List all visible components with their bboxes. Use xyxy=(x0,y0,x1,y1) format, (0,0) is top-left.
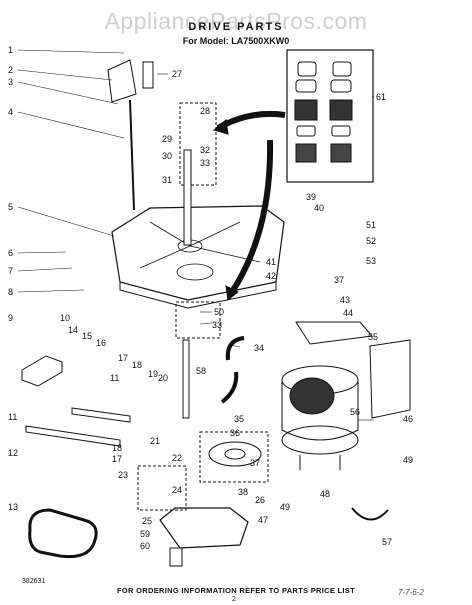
callout: 56 xyxy=(350,407,360,417)
callout: 15 xyxy=(82,331,92,341)
hose-clamp xyxy=(351,507,389,521)
callout: 43 xyxy=(340,295,350,305)
callout: 31 xyxy=(162,175,172,185)
tube xyxy=(220,371,239,404)
kit-box-61 xyxy=(286,49,374,183)
callout: 6 xyxy=(8,248,13,258)
base-plate xyxy=(111,205,285,301)
callout: 51 xyxy=(366,220,376,230)
callout: 22 xyxy=(172,453,182,463)
callout: 4 xyxy=(8,107,13,117)
bracket-12 xyxy=(25,425,121,447)
callout: 41 xyxy=(266,257,276,267)
callout: 5 xyxy=(8,202,13,212)
callout: 13 xyxy=(8,502,18,512)
switch-9 xyxy=(21,355,63,387)
handwritten-note: 7-7-6-2 xyxy=(398,588,424,597)
callout: 52 xyxy=(366,236,376,246)
callout: 24 xyxy=(172,485,182,495)
watermark: AppliancePartsPros.com xyxy=(104,8,368,34)
callout: 27 xyxy=(172,69,182,79)
main-shaft xyxy=(183,149,192,246)
kit-bearings xyxy=(294,61,353,163)
callout: 18 xyxy=(132,360,142,370)
callout: 47 xyxy=(258,515,268,525)
callout: 7 xyxy=(8,266,13,276)
motor-mount xyxy=(295,321,373,345)
callout: 18 xyxy=(112,443,122,453)
callout: 46 xyxy=(403,414,413,424)
callout: 44 xyxy=(343,308,353,318)
callout: 37 xyxy=(334,275,344,285)
callout: 61 xyxy=(376,92,386,102)
callout: 60 xyxy=(140,541,150,551)
callout: 33 xyxy=(212,320,222,330)
dashed-box-36-37 xyxy=(199,431,269,483)
callout: 37 xyxy=(250,458,260,468)
callout: 14 xyxy=(68,325,78,335)
callout: 26 xyxy=(255,495,265,505)
callout: 49 xyxy=(280,502,290,512)
model-number: For Model: LA7500XKW0 xyxy=(182,36,290,46)
dashed-box-28-33 xyxy=(179,102,217,186)
callout: 28 xyxy=(200,106,210,116)
callout: 39 xyxy=(306,192,316,202)
dashed-box-50-33 xyxy=(175,301,221,339)
callout: 12 xyxy=(8,448,18,458)
callout: 23 xyxy=(118,470,128,480)
callout: 16 xyxy=(96,338,106,348)
callout: 1 xyxy=(8,45,13,55)
callout: 11 xyxy=(110,373,119,383)
callout: 42 xyxy=(266,271,276,281)
callout: 33 xyxy=(200,158,210,168)
callout: 55 xyxy=(368,332,378,342)
callout: 20 xyxy=(158,373,168,383)
callout: 40 xyxy=(314,203,324,213)
motor-shield xyxy=(369,339,411,419)
actuator-27 xyxy=(142,61,154,89)
diagram-title: DRIVE PARTS xyxy=(188,21,284,33)
callout: 10 xyxy=(60,313,70,323)
callout: 21 xyxy=(150,436,160,446)
callout: 29 xyxy=(162,134,172,144)
callout: 17 xyxy=(112,454,122,464)
callout: 49 xyxy=(403,455,413,465)
callout: 11 xyxy=(8,412,17,422)
motor xyxy=(281,365,359,470)
callout: 50 xyxy=(214,307,224,317)
gearcase xyxy=(159,507,249,549)
callout: 8 xyxy=(8,287,13,297)
drive-belt xyxy=(28,508,98,559)
pulley xyxy=(208,441,262,467)
callout: 48 xyxy=(320,489,330,499)
callout: 19 xyxy=(148,369,158,379)
ordering-footer: FOR ORDERING INFORMATION REFER TO PARTS … xyxy=(117,586,355,595)
callout: 35 xyxy=(234,414,244,424)
callout: 59 xyxy=(140,529,150,539)
arrow-to-50 xyxy=(229,139,274,294)
callout: 34 xyxy=(254,343,264,353)
callout: 32 xyxy=(200,145,210,155)
callout: 9 xyxy=(8,313,13,323)
callout: 25 xyxy=(142,516,152,526)
callout: 53 xyxy=(366,256,376,266)
bracket-11 xyxy=(71,407,131,423)
callout: 30 xyxy=(162,151,172,161)
callout: 3 xyxy=(8,77,13,87)
arrow-to-28 xyxy=(216,110,286,131)
drawing-code: 382631 xyxy=(22,578,46,585)
callout: 36 xyxy=(230,428,240,438)
hose xyxy=(225,336,245,361)
callout: 17 xyxy=(118,353,128,363)
callout: 57 xyxy=(382,537,392,547)
callout: 38 xyxy=(238,487,248,497)
dashed-box-23-24 xyxy=(137,465,187,511)
callout: 58 xyxy=(196,366,206,376)
callout: 2 xyxy=(8,65,13,75)
